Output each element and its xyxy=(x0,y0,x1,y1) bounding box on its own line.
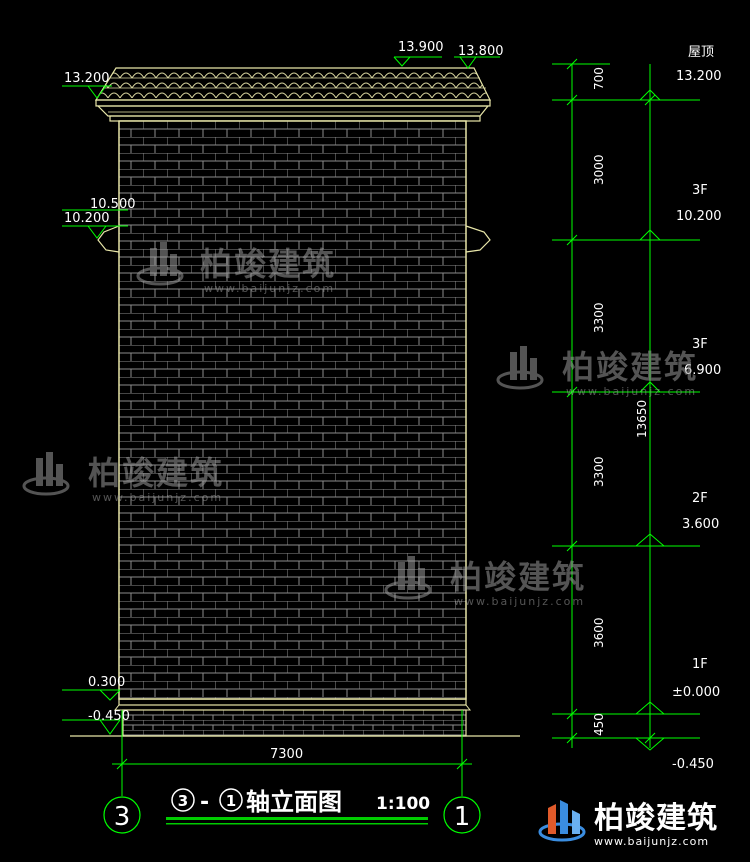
watermark-3: 柏竣建筑 www.baijunjz.com xyxy=(22,452,224,504)
dim-700: 700 xyxy=(592,67,606,90)
watermark-url: www.baijunjz.com xyxy=(92,491,223,504)
drawing-title: 3 - 1 轴立面图 1:100 xyxy=(166,788,430,825)
dim-width: 7300 xyxy=(270,747,303,762)
title-name: 轴立面图 xyxy=(246,788,342,816)
level-floor-1f: 1F xyxy=(692,657,708,672)
dim-450: 450 xyxy=(592,713,606,736)
level-floor-2f: 2F xyxy=(692,491,708,506)
left-elevation-markers xyxy=(62,56,500,735)
roof xyxy=(94,67,491,122)
watermark-url: www.baijunjz.com xyxy=(204,282,335,295)
title-axis-from: 3 xyxy=(178,792,188,810)
logo-url: www.baijunjz.com xyxy=(594,835,709,848)
logo-brand: 柏竣建筑 xyxy=(594,801,718,836)
watermark-1: 柏竣建筑 www.baijunjz.com xyxy=(136,242,336,295)
left-elevation-labels: 13.900 13.800 13.200 10.500 10.200 0.300… xyxy=(64,40,504,724)
right-level-labels: 屋顶 13.200 3F 10.200 3F 6.900 2F 3.600 1F… xyxy=(672,45,722,772)
elev-label-ground: -0.450 xyxy=(88,709,130,724)
level-elev-3600: 3.600 xyxy=(682,517,719,532)
watermark-brand: 柏竣建筑 xyxy=(200,245,336,283)
axis-bubble-right: 1 xyxy=(443,796,481,834)
elev-label-eave: 13.200 xyxy=(64,71,110,86)
elev-label-13900: 13.900 xyxy=(398,40,444,55)
dim-total-height: 13650 xyxy=(635,400,649,438)
level-elev-roof: 13.200 xyxy=(676,69,722,84)
segment-dim-labels: 700 3000 3300 3300 3600 450 13650 xyxy=(592,67,649,736)
watermark-2: 柏竣建筑 www.baijunjz.com xyxy=(496,346,698,398)
watermark-4: 柏竣建筑 www.baijunjz.com xyxy=(384,556,586,608)
level-elev-6900: 6.900 xyxy=(684,363,721,378)
level-floor-roof: 屋顶 xyxy=(688,45,714,60)
level-elev-10200: 10.200 xyxy=(676,209,722,224)
level-floor-3f-upper: 3F xyxy=(692,183,708,198)
level-elev-ground: -0.450 xyxy=(672,757,714,772)
title-axis-to: 1 xyxy=(226,792,236,810)
elev-label-band-lower: 10.200 xyxy=(64,211,110,226)
level-floor-3f: 3F xyxy=(692,337,708,352)
axis-label-left: 3 xyxy=(114,802,131,832)
elev-label-plinth: 0.300 xyxy=(88,675,125,690)
dim-3600: 3600 xyxy=(592,617,606,648)
dim-3000: 3000 xyxy=(592,154,606,185)
watermark-brand: 柏竣建筑 xyxy=(88,454,224,492)
vertical-dimension-chain xyxy=(552,58,700,751)
title-dash: - xyxy=(200,790,209,815)
brand-logo: 柏竣建筑 www.baijunjz.com xyxy=(538,800,718,848)
watermark-brand: 柏竣建筑 xyxy=(562,348,698,386)
width-dimension xyxy=(112,710,472,796)
axis-bubble-left: 3 xyxy=(103,796,141,834)
plinth xyxy=(70,698,520,737)
watermark-brand: 柏竣建筑 xyxy=(450,558,586,596)
title-scale: 1:100 xyxy=(376,794,430,814)
axis-label-right: 1 xyxy=(454,802,471,832)
watermark-url: www.baijunjz.com xyxy=(454,595,585,608)
elev-label-13800: 13.800 xyxy=(458,44,504,59)
watermark-url: www.baijunjz.com xyxy=(566,385,697,398)
dim-3300-upper: 3300 xyxy=(592,302,606,333)
elev-label-band-upper: 10.500 xyxy=(90,197,136,212)
level-elev-000: ±0.000 xyxy=(672,685,720,700)
brick-wall xyxy=(97,120,491,700)
dim-3300-lower: 3300 xyxy=(592,456,606,487)
